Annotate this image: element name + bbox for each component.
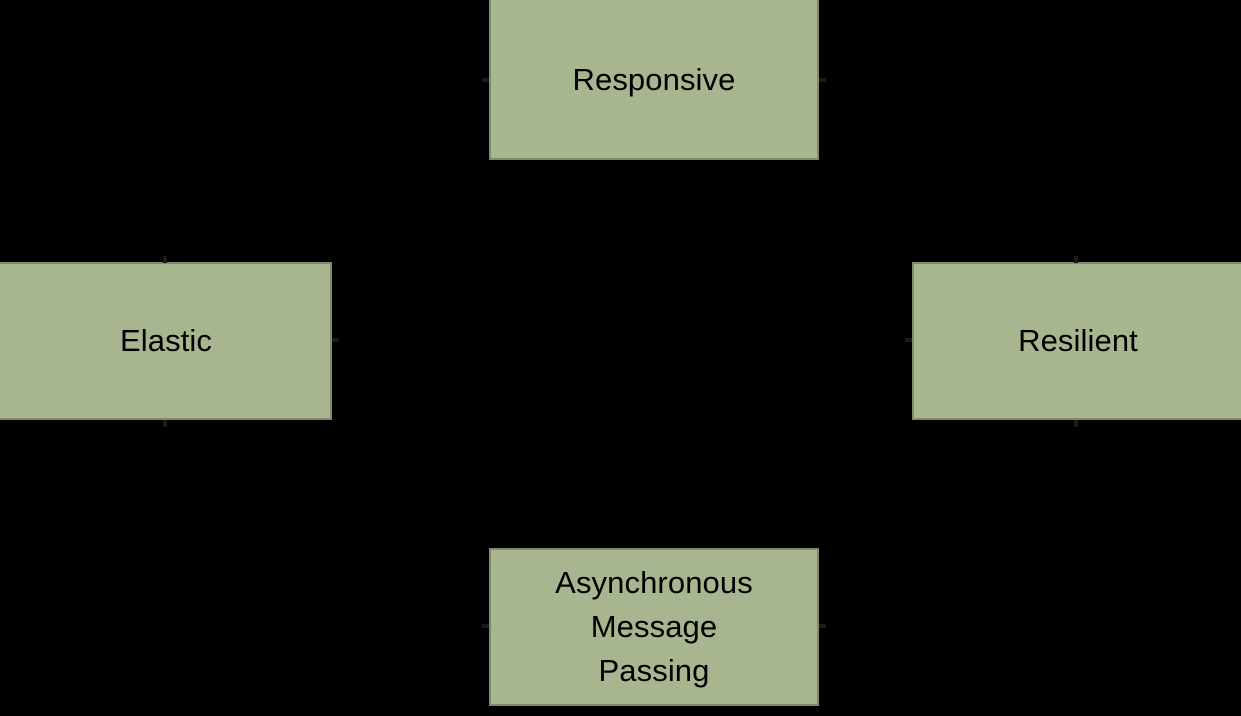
node-async-message-passing-label: Asynchronous Message Passing bbox=[555, 564, 753, 688]
connector-stub-responsive-left bbox=[482, 78, 489, 82]
connector-stub-resilient-top bbox=[1074, 256, 1078, 263]
node-elastic[interactable]: Elastic bbox=[0, 262, 332, 420]
node-resilient-label: Resilient bbox=[1018, 322, 1138, 358]
node-async-message-passing[interactable]: Asynchronous Message Passing bbox=[489, 548, 819, 706]
node-responsive-label: Responsive bbox=[572, 61, 736, 97]
connector-stub-elastic-bottom bbox=[163, 420, 167, 427]
connector-stub-responsive-right bbox=[819, 78, 826, 82]
node-resilient[interactable]: Resilient bbox=[912, 262, 1241, 420]
node-responsive[interactable]: Responsive bbox=[489, 0, 819, 160]
connector-stub-elastic-right bbox=[332, 338, 339, 342]
connector-stub-resilient-bottom bbox=[1074, 420, 1078, 427]
connector-stub-async-left bbox=[482, 624, 489, 628]
connector-stub-elastic-top bbox=[163, 256, 167, 263]
connector-stub-resilient-left bbox=[905, 338, 912, 342]
connector-stub-async-right bbox=[819, 624, 826, 628]
node-elastic-label: Elastic bbox=[119, 322, 212, 358]
